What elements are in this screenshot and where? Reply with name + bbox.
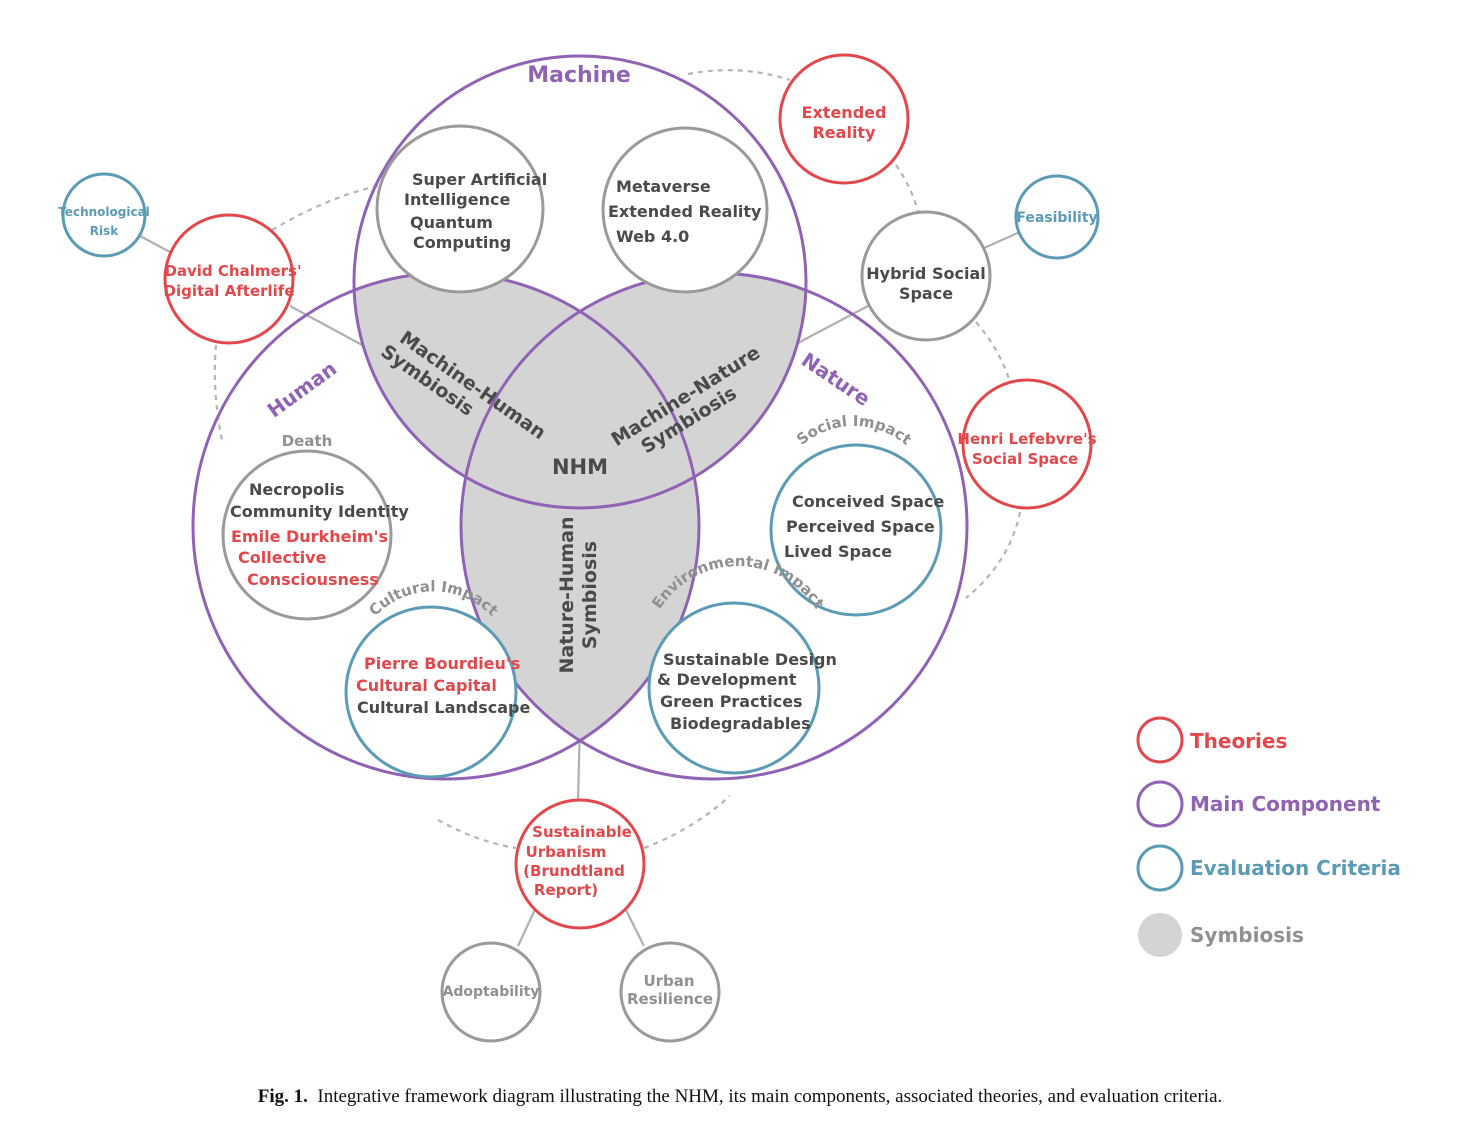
- sustainable-urbanism-line-2: Urbanism: [526, 843, 607, 861]
- sustainable-urbanism-node: [514, 798, 646, 930]
- quantum-line-1: Quantum: [410, 213, 493, 232]
- feasibility-text: Feasibility: [1016, 210, 1097, 226]
- extended-reality-node-line-2: Reality: [812, 123, 876, 142]
- cultural-impact-circle: [344, 605, 518, 779]
- nature-human-symbiosis-label: Nature-Human Symbiosis: [556, 516, 601, 673]
- legend-evaluation-criteria-label: Evaluation Criteria: [1190, 856, 1401, 880]
- legend-main-component-swatch: [1136, 780, 1184, 828]
- figure-caption: Fig. 1. Integrative framework diagram il…: [0, 1086, 1480, 1108]
- nature-label: Nature: [797, 348, 875, 411]
- nature-human-line-1: Nature-Human: [556, 516, 578, 673]
- human-label: Human: [263, 356, 341, 422]
- death-circle: [221, 449, 393, 621]
- nhm-framework-diagram: Machine Human Nature NHM Machine-Human S…: [58, 53, 1401, 1043]
- technological-risk-node: [61, 172, 147, 258]
- dashed-connectors: [213, 69, 1022, 850]
- cultural-circle-text: Pierre Bourdieu's Cultural Capital Cultu…: [356, 654, 530, 717]
- inner-circles: [221, 124, 943, 779]
- social-circle-text: Conceived Space Perceived Space Lived Sp…: [784, 492, 945, 561]
- nature-human-lens: [461, 273, 699, 779]
- henri-lefebvre-node: [961, 378, 1093, 510]
- quantum-line-2: Computing: [413, 233, 511, 252]
- urban-resilience-node: [619, 941, 721, 1043]
- hybrid-social-space-line-1: Hybrid Social: [866, 264, 985, 283]
- death-circle-text: Necropolis Community Identity Emile Durk…: [230, 480, 409, 589]
- extended-reality-node-line-1: Extended: [802, 103, 887, 122]
- machine-right-circle: [601, 126, 769, 294]
- green-practices-text: Green Practices: [660, 692, 803, 711]
- machine-left-text: Super Artificial Intelligence Quantum Co…: [404, 170, 547, 252]
- environmental-impact-circle: [647, 601, 821, 775]
- lived-space-text: Lived Space: [784, 542, 892, 561]
- caption-label: Fig. 1.: [257, 1086, 308, 1107]
- david-chalmers-line-2: Digital Afterlife: [164, 282, 295, 300]
- super-ai-line-1: Super Artificial: [412, 170, 547, 189]
- symbiosis-lenses: [354, 273, 806, 779]
- community-identity-text: Community Identity: [230, 502, 409, 521]
- machine-circle: [352, 54, 808, 510]
- perceived-space-text: Perceived Space: [786, 517, 935, 536]
- technological-risk-line-2: Risk: [90, 224, 119, 238]
- durkheim-line-3: Consciousness: [247, 570, 379, 589]
- technological-risk-line-1: Technological: [58, 205, 150, 219]
- durkheim-line-1: Emile Durkheim's: [231, 527, 388, 546]
- legend-evaluation-criteria-swatch: [1136, 844, 1184, 892]
- hybrid-social-space-node: [860, 210, 992, 342]
- social-impact-label: Social Impact: [793, 412, 915, 449]
- extended-reality-node: [778, 53, 910, 185]
- bourdieu-line-2: Cultural Capital: [356, 676, 497, 695]
- outer-node-circles: [61, 53, 1100, 1043]
- metaverse-text: Metaverse: [616, 177, 711, 196]
- development-text: & Development: [657, 670, 797, 689]
- henri-lefebvre-line-1: Henri Lefebvre's: [957, 430, 1096, 448]
- legend-theories-label: Theories: [1190, 729, 1287, 753]
- machine-left-circle: [375, 124, 545, 294]
- sustainable-urbanism-line-1: Sustainable: [532, 823, 632, 841]
- extended-reality-text: Extended Reality: [608, 202, 762, 221]
- legend: Theories Main Component Evaluation Crite…: [1136, 716, 1401, 957]
- adoptability-text: Adoptability: [443, 984, 540, 1000]
- super-ai-line-2: Intelligence: [404, 190, 510, 209]
- necropolis-text: Necropolis: [249, 480, 345, 499]
- urban-resilience-line-1: Urban: [643, 972, 694, 990]
- death-label: Death: [282, 432, 333, 450]
- legend-symbiosis-swatch: [1138, 913, 1182, 957]
- feasibility-node: [1014, 174, 1100, 260]
- conceived-space-text: Conceived Space: [792, 492, 945, 511]
- nhm-label: NHM: [552, 455, 608, 479]
- caption-text: Integrative framework diagram illustrati…: [317, 1086, 1223, 1107]
- biodegradables-text: Biodegradables: [670, 714, 811, 733]
- henri-lefebvre-line-2: Social Space: [972, 450, 1078, 468]
- machine-label: Machine: [527, 63, 631, 88]
- legend-symbiosis-label: Symbiosis: [1190, 923, 1304, 947]
- outer-node-text: Extended Reality Technological Risk Davi…: [58, 103, 1097, 1008]
- machine-right-text: Metaverse Extended Reality Web 4.0: [608, 177, 762, 246]
- environmental-circle-text: Sustainable Design & Development Green P…: [657, 650, 837, 733]
- sustainable-urbanism-line-4: Report): [534, 881, 598, 899]
- hybrid-social-space-line-2: Space: [899, 284, 953, 303]
- cultural-landscape-text: Cultural Landscape: [357, 698, 530, 717]
- nature-human-line-2: Symbiosis: [579, 541, 601, 649]
- david-chalmers-node: [163, 213, 295, 345]
- urban-resilience-line-2: Resilience: [627, 990, 713, 1008]
- social-impact-circle: [769, 443, 943, 617]
- sustainable-urbanism-line-3: (Brundtland: [523, 862, 625, 880]
- adoptability-node: [440, 941, 542, 1043]
- legend-main-component-label: Main Component: [1190, 792, 1381, 816]
- bourdieu-line-1: Pierre Bourdieu's: [364, 654, 520, 673]
- legend-theories-swatch: [1136, 716, 1184, 764]
- web40-text: Web 4.0: [616, 227, 689, 246]
- durkheim-line-2: Collective: [238, 548, 327, 567]
- sustainable-design-text: Sustainable Design: [663, 650, 837, 669]
- david-chalmers-line-1: David Chalmers': [164, 262, 301, 280]
